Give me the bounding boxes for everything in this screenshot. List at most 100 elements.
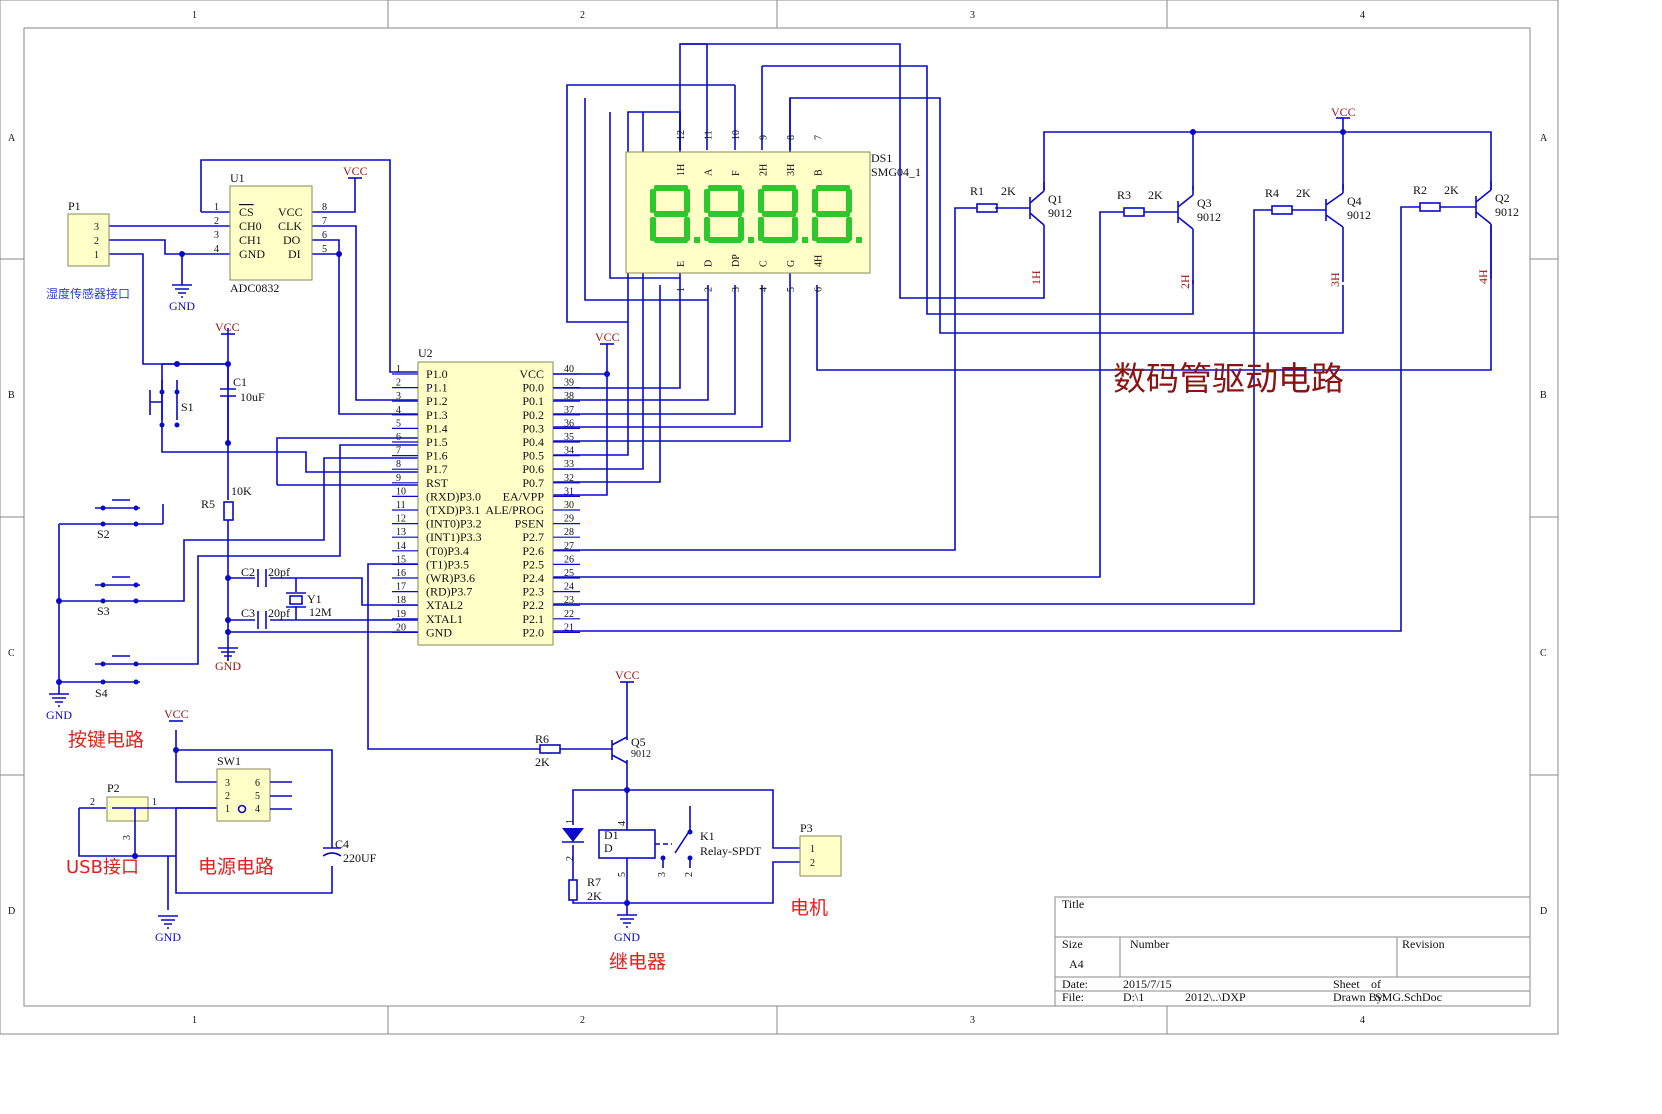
u2-pin-number: 28	[564, 527, 574, 538]
transistor-body	[1177, 186, 1194, 284]
u2-pin-name: P0.7	[522, 476, 544, 490]
svg-text:5: 5	[322, 244, 327, 255]
u2-pin-name: (TXD)P3.1	[426, 503, 480, 517]
svg-text:VCC: VCC	[1331, 105, 1356, 119]
ds1-pin-name: 1H	[676, 164, 687, 176]
segment	[846, 189, 852, 213]
segment	[816, 237, 850, 243]
svg-text:CS: CS	[239, 205, 254, 219]
svg-text:3: 3	[225, 778, 230, 789]
u2-pin-number: 3	[396, 391, 401, 402]
transistor-body	[1475, 181, 1492, 279]
segment	[654, 237, 688, 243]
svg-text:10uF: 10uF	[240, 390, 265, 404]
segment	[762, 211, 796, 217]
ds1-pin-name: B	[814, 169, 825, 176]
gnd-symbols: GND GND GND GND GND	[46, 284, 640, 944]
svg-text:GND: GND	[169, 299, 195, 313]
c4-capacitor: C4 220UF	[322, 837, 377, 865]
u2-pin-name: P2.6	[522, 544, 544, 558]
net-label: 3H	[1328, 272, 1342, 287]
gnd-symbol: GND	[215, 647, 241, 673]
u2-pin-number: 23	[564, 595, 574, 606]
sheet-label: Sheet	[1333, 977, 1360, 991]
svg-text:VCC: VCC	[343, 164, 368, 178]
q5-transistor: Q5 9012	[611, 735, 651, 764]
s4-key: S4	[95, 655, 140, 700]
segment	[708, 237, 742, 243]
u2-pin-number: 30	[564, 500, 574, 511]
seven-segment-digits	[650, 185, 862, 243]
u2-pin-number: 39	[564, 378, 574, 389]
resistor-value: 2K	[1001, 184, 1016, 198]
base-resistor	[1271, 205, 1293, 215]
ds1-pin-number: 10	[731, 130, 742, 140]
u2-pin-name: XTAL1	[426, 612, 463, 626]
svg-text:VCC: VCC	[215, 320, 240, 334]
transistor-part: 9012	[1048, 206, 1072, 220]
title-block: Title Size A4 Number Revision Date: 2015…	[1054, 896, 1531, 1007]
u2-pin-name: (T1)P3.5	[426, 557, 469, 571]
ds1-pin-number: 5	[786, 287, 797, 292]
number-label: Number	[1130, 937, 1169, 951]
ds1-pin-name: C	[759, 260, 770, 267]
file-label: File:	[1062, 990, 1084, 1004]
u2-pin-number: 38	[564, 391, 574, 402]
u2-pin-number: 5	[396, 418, 401, 429]
vcc-symbol: VCC	[343, 164, 368, 179]
svg-text:U2: U2	[418, 346, 433, 360]
u2-pin-name: P1.4	[426, 421, 448, 435]
svg-text:DO: DO	[283, 233, 301, 247]
transistor-ref: Q3	[1197, 196, 1212, 210]
u2-pin-number: 17	[396, 582, 406, 593]
r6-resistor: R6 2K	[535, 732, 561, 769]
u2-pin-name: P1.6	[426, 449, 448, 463]
svg-text:3: 3	[94, 222, 99, 233]
u2-pin-name: P0.0	[522, 381, 544, 395]
svg-text:DI: DI	[288, 247, 301, 261]
u2-pin-number: 35	[564, 432, 574, 443]
p3-connector: P3 1 2	[799, 821, 842, 877]
svg-text:8: 8	[322, 202, 327, 213]
svg-text:CH1: CH1	[239, 233, 262, 247]
row-marker: C	[1540, 648, 1547, 659]
u2-pin-number: 40	[564, 364, 574, 375]
svg-text:SMG04_1: SMG04_1	[871, 165, 921, 179]
svg-text:CLK: CLK	[278, 219, 302, 233]
u2-pin-name: EA/VPP	[503, 489, 545, 503]
col-marker: 1	[192, 10, 197, 21]
u2-pin-number: 9	[396, 473, 401, 484]
u2-pin-number: 13	[396, 527, 406, 538]
segment	[650, 189, 656, 213]
svg-text:Q5: Q5	[631, 735, 646, 749]
s1-switch: S1	[149, 380, 194, 428]
transistor-part: 9012	[1495, 205, 1519, 219]
gnd-symbol: GND	[46, 693, 72, 722]
k1-relay: D1 D K1 Relay-SPDT 4 5 3 2	[598, 821, 762, 877]
u2-pin-number: 18	[396, 595, 406, 606]
d1-led: 1 2	[562, 819, 584, 861]
title-label: Title	[1062, 897, 1084, 911]
segment	[654, 211, 688, 217]
u2-pin-name: P1.5	[426, 435, 448, 449]
p1-connector: P1 3 2 1 湿度传感器接口	[46, 199, 130, 301]
segment	[812, 217, 818, 241]
decimal-point	[694, 237, 700, 243]
u2-pin-name: P0.3	[522, 421, 544, 435]
u2-pin-number: 26	[564, 554, 574, 565]
segment	[708, 185, 742, 191]
relay-label: 继电器	[609, 951, 666, 973]
motor-label: 电机	[790, 897, 828, 919]
svg-text:6: 6	[322, 230, 327, 241]
segment	[684, 189, 690, 213]
seven-segment-digit	[758, 185, 808, 243]
vcc-symbol: VCC	[595, 330, 620, 345]
file-value: D:\1	[1123, 990, 1144, 1004]
svg-text:20pf: 20pf	[268, 565, 290, 579]
svg-text:2: 2	[214, 216, 219, 227]
u2-pin-number: 11	[396, 500, 406, 511]
ds1-pin-name: E	[676, 261, 687, 267]
